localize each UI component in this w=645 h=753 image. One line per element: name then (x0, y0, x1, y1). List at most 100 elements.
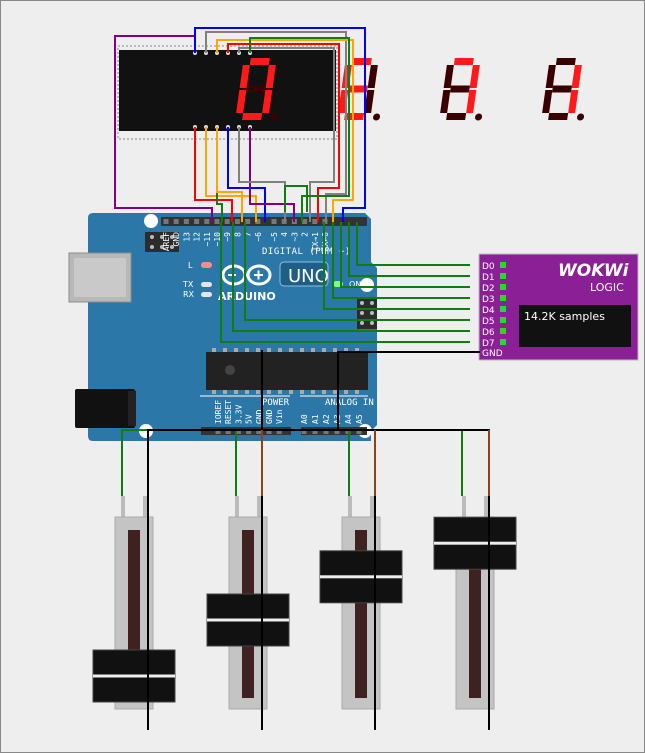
display-digit (236, 58, 279, 121)
digital-pin-hole (312, 219, 318, 224)
display-segment (551, 85, 572, 93)
digital-pin-label: 4 (280, 232, 289, 237)
analog-pin-label: A5 (355, 414, 364, 424)
digital-pin-hole (234, 219, 240, 224)
analog-pin-label: A0 (300, 414, 309, 424)
wire (244, 222, 470, 321)
wire (194, 127, 233, 222)
arduino-model: UNO (288, 266, 329, 287)
chip-leg (278, 390, 282, 394)
chip-leg (289, 390, 293, 394)
chip-leg (322, 390, 326, 394)
digital-pin-label: 7 (244, 232, 253, 237)
display-digit (440, 58, 483, 121)
display-segment (344, 113, 365, 120)
wire (216, 127, 243, 222)
display-dp (271, 113, 279, 121)
wire (249, 37, 350, 222)
logic-channel-indicator (500, 262, 506, 268)
analog-pin-hole (323, 429, 329, 434)
chip-leg (245, 348, 249, 352)
power-pin-label: 3.3V (234, 405, 243, 424)
logic-samples: 14.2K samples (524, 310, 605, 323)
digital-pin-hole (271, 219, 277, 224)
chip-leg (333, 348, 337, 352)
analog-pin-label: A2 (322, 414, 331, 424)
led-l (201, 262, 212, 268)
display-segment (262, 90, 273, 113)
wire (337, 351, 480, 430)
display-segment (555, 58, 576, 65)
digital-pin-label: ~9 (223, 232, 232, 242)
digital-pin-hole (302, 219, 308, 224)
display-segment (440, 90, 451, 113)
digital-pin-hole (183, 219, 189, 224)
analog-pin-hole (301, 429, 307, 434)
display-segment (542, 90, 553, 113)
chip-leg (267, 390, 271, 394)
chip-leg (267, 348, 271, 352)
digital-pin-hole (255, 219, 261, 224)
logic-channel-label: D2 (482, 284, 495, 294)
slider-pin (121, 496, 125, 518)
slider-pin (370, 496, 374, 518)
logic-channel-indicator (500, 306, 506, 312)
wire (216, 39, 354, 222)
digital-pin-label: ~6 (254, 232, 263, 242)
led-label-rx: RX (183, 290, 195, 299)
wire (232, 222, 470, 332)
chip-leg (355, 390, 359, 394)
led-tx (201, 282, 212, 287)
logic-screen (519, 305, 631, 347)
wire (348, 222, 470, 277)
display-segment (245, 85, 266, 93)
power-pin-label: Vin (275, 409, 284, 424)
slider-knob[interactable] (319, 550, 403, 604)
logic-channel-label: D6 (482, 328, 495, 338)
slide-potentiometer[interactable] (206, 496, 290, 710)
led-rx (201, 292, 212, 297)
digital-pin-hole (245, 219, 251, 224)
display-body (119, 50, 336, 131)
logic-channel-indicator (500, 284, 506, 290)
display-dp (475, 113, 483, 121)
display-dp (577, 113, 585, 121)
chip-leg (344, 348, 348, 352)
chip-leg (223, 348, 227, 352)
logic-gnd-label: GND (482, 349, 503, 359)
chip-leg (212, 390, 216, 394)
slide-potentiometer[interactable] (92, 496, 176, 710)
display-segment (367, 65, 378, 88)
power-pin-label: IOREF (214, 400, 223, 424)
arduino-brand: ARDUINO (218, 290, 276, 303)
slide-potentiometer[interactable] (319, 496, 403, 710)
slider-pin (348, 496, 352, 518)
analog-label: ANALOG IN (325, 398, 374, 408)
display-segment (443, 65, 454, 88)
display-segment (469, 65, 480, 88)
display-segment (571, 65, 582, 88)
chip-leg (256, 348, 260, 352)
digital-pin-label: AREF (162, 232, 171, 251)
logic-channel-label: D3 (482, 295, 495, 305)
slider-knob[interactable] (206, 593, 290, 647)
digital-pin-label: 12 (193, 232, 202, 242)
chip-leg (344, 390, 348, 394)
slider-knob[interactable] (92, 649, 176, 703)
chip-leg (256, 390, 260, 394)
wire (227, 43, 340, 222)
wire (332, 222, 470, 299)
display-segment (239, 65, 250, 88)
wire (205, 127, 257, 222)
display-segment (242, 113, 263, 120)
display-segment (249, 58, 270, 65)
logic-analyzer[interactable]: WOKWi LOGIC 14.2K samples D0D1D2D3D4D5D6… (478, 253, 639, 361)
slide-potentiometer[interactable] (433, 496, 517, 710)
logic-channel-label: D7 (482, 339, 495, 349)
slider-pin (257, 496, 261, 518)
slider-knob[interactable] (433, 516, 517, 570)
digital-pin-hole (204, 219, 210, 224)
power-pin-hole (225, 429, 231, 434)
